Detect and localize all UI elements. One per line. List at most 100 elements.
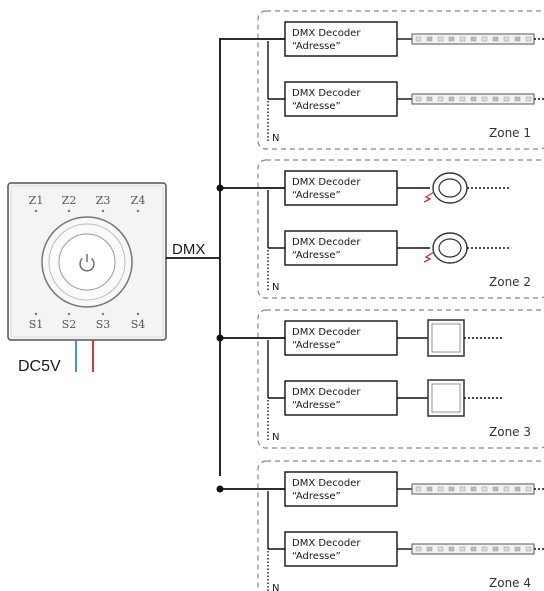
scene-key-4[interactable]: S4 <box>131 318 146 331</box>
scene-key-3[interactable]: S3 <box>96 318 111 331</box>
zones: N DMX Decoder “Adresse” DMX Decoder “Adresse… <box>216 10 544 591</box>
decoder-title: DMX Decoder <box>292 88 361 99</box>
led-chip <box>492 36 499 42</box>
decoder-title: DMX Decoder <box>292 478 361 489</box>
panel-light <box>427 379 504 417</box>
dmx-decoder <box>284 170 398 206</box>
led-chip <box>437 486 444 492</box>
led-chip <box>525 486 532 492</box>
dmx-decoder <box>284 531 398 567</box>
decoder-address: “Adresse” <box>292 101 341 112</box>
decoder-address: “Adresse” <box>292 41 341 52</box>
bus-junction <box>216 485 224 493</box>
downlight <box>423 172 510 204</box>
zone-key-2[interactable]: Z2 <box>62 194 77 207</box>
led-chip <box>503 486 510 492</box>
led-chip <box>448 36 455 42</box>
dmx-decoder <box>284 320 398 356</box>
led-chip <box>503 546 510 552</box>
dmx-label: DMX <box>172 241 205 258</box>
led-chip <box>426 36 433 42</box>
decoder-address: “Adresse” <box>292 400 341 411</box>
zone-name: Zone 1 <box>489 126 531 140</box>
decoder-title: DMX Decoder <box>292 538 361 549</box>
led-chip <box>492 96 499 102</box>
bus-junction <box>216 184 224 192</box>
led-chip <box>514 486 521 492</box>
zone-border <box>257 159 544 299</box>
led-chip <box>525 96 532 102</box>
zone-2: N DMX Decoder “Adresse” DMX Decoder “Adresse… <box>216 159 544 299</box>
dmx-decoder <box>284 21 398 57</box>
decoder-address: “Adresse” <box>292 190 341 201</box>
decoder-address: “Adresse” <box>292 551 341 562</box>
led-chip <box>525 36 532 42</box>
zone-name: Zone 4 <box>489 576 531 590</box>
led-chip <box>426 96 433 102</box>
led-strip <box>411 93 544 105</box>
led-chip <box>415 486 422 492</box>
led-chip <box>415 546 422 552</box>
panel-light <box>427 319 504 357</box>
downlight <box>423 232 510 264</box>
led-chip <box>437 36 444 42</box>
downlight-inner <box>438 178 462 198</box>
led-chip <box>470 486 477 492</box>
led-chip <box>459 36 466 42</box>
zone-key-4[interactable]: Z4 <box>131 194 146 207</box>
led-chip <box>481 546 488 552</box>
decoder-address: “Adresse” <box>292 250 341 261</box>
downlight-clip <box>423 191 435 203</box>
decoder-title: DMX Decoder <box>292 387 361 398</box>
zone-name: Zone 3 <box>489 425 531 439</box>
led-chip <box>459 486 466 492</box>
led-chip <box>503 96 510 102</box>
panel-light-diffuser <box>431 383 461 413</box>
led-chip <box>525 546 532 552</box>
led-chip <box>481 96 488 102</box>
led-strip <box>411 543 544 555</box>
panel-light-diffuser <box>431 323 461 353</box>
zone-border <box>257 460 544 591</box>
zone-n-label: N <box>272 432 279 443</box>
zone-n-label: N <box>272 133 279 144</box>
scene-key-2[interactable]: S2 <box>62 318 77 331</box>
led-chip <box>437 546 444 552</box>
controller-panel: Z1 Z2 Z3 Z4 S1 S2 S3 S4 <box>7 182 167 341</box>
led-chip <box>437 96 444 102</box>
decoder-address: “Adresse” <box>292 491 341 502</box>
decoder-title: DMX Decoder <box>292 237 361 248</box>
zone-name: Zone 2 <box>489 275 531 289</box>
led-chip <box>514 546 521 552</box>
downlight-clip <box>423 251 435 263</box>
led-chip <box>470 36 477 42</box>
led-strip <box>411 33 544 45</box>
zone-border <box>257 309 544 449</box>
led-chip <box>448 486 455 492</box>
downlight-inner <box>438 238 462 258</box>
dmx-decoder <box>284 380 398 416</box>
decoder-title: DMX Decoder <box>292 177 361 188</box>
led-chip <box>470 96 477 102</box>
decoder-title: DMX Decoder <box>292 28 361 39</box>
power-icon[interactable] <box>79 254 95 272</box>
led-chip <box>514 36 521 42</box>
scene-key-1[interactable]: S1 <box>29 318 44 331</box>
decoder-address: “Adresse” <box>292 340 341 351</box>
led-chip <box>415 96 422 102</box>
zone-1: N DMX Decoder “Adresse” DMX Decoder “Adresse… <box>220 10 544 150</box>
zone-key-1[interactable]: Z1 <box>29 194 44 207</box>
power-label: DC5V <box>18 358 61 375</box>
led-chip <box>459 546 466 552</box>
led-chip <box>470 546 477 552</box>
led-strip <box>411 483 544 495</box>
bus-junction <box>216 334 224 342</box>
zone-n-label: N <box>272 282 279 293</box>
dmx-decoder <box>284 471 398 507</box>
zone-border <box>257 10 544 150</box>
led-chip <box>492 546 499 552</box>
zone-key-3[interactable]: Z3 <box>96 194 111 207</box>
